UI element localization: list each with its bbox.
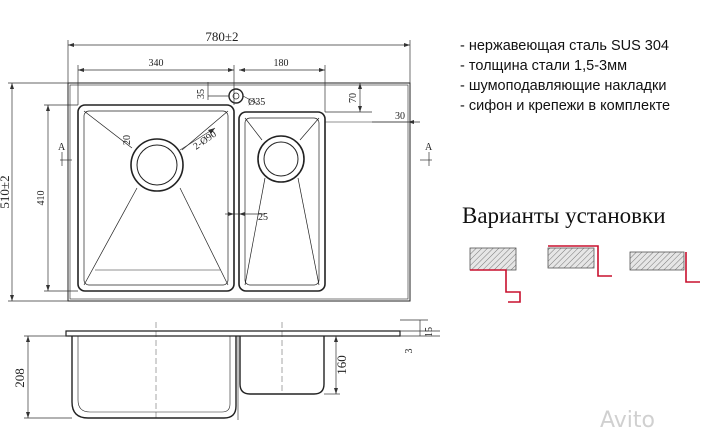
dim-tap-hole-diameter: Ø35 — [248, 97, 265, 108]
dim-depth-small: 160 — [334, 355, 349, 375]
spec-item: - шумоподавляющие накладки — [460, 78, 667, 94]
dim-edge-30: 30 — [395, 111, 405, 122]
dim-radius-20: 20 — [122, 135, 133, 145]
dim-thickness-3: 3 — [404, 349, 415, 354]
install-variants-heading: Варианты установки — [462, 203, 666, 228]
dim-overall-width: 780±2 — [205, 29, 238, 44]
sink-outline-inner — [69, 84, 409, 300]
section-label-left: A — [58, 142, 66, 153]
dim-small-bowl-offset: 70 — [348, 93, 359, 103]
dim-tap-offset: 35 — [196, 89, 207, 99]
side-dimension-lines — [24, 319, 440, 419]
sink-top-view — [67, 82, 411, 302]
install-variant-undermount — [629, 251, 700, 283]
dim-small-bowl-width: 180 — [274, 58, 289, 69]
large-bowl — [77, 104, 235, 292]
small-bowl-drain — [257, 135, 305, 183]
tap-hole — [228, 88, 244, 104]
dimension-arrowheads — [10, 43, 414, 301]
dim-large-bowl-width: 340 — [149, 58, 164, 69]
dim-depth-large: 208 — [12, 368, 27, 388]
sink-side-view — [65, 322, 401, 420]
dim-divider-25: 25 — [258, 212, 268, 223]
dim-bowl-length: 410 — [36, 191, 47, 206]
section-label-right: A — [425, 142, 433, 153]
spec-item: - нержавеющая сталь SUS 304 — [460, 38, 669, 54]
sink-outline — [67, 82, 411, 302]
large-bowl-drain — [130, 138, 184, 192]
dim-thickness-15: 15 — [424, 327, 435, 337]
spec-item: - сифон и крепежи в комплекте — [460, 98, 671, 114]
spec-list: - нержавеющая сталь SUS 304 - толщина ст… — [460, 36, 670, 116]
dim-drain-diameter: 2-Ø90 — [191, 129, 218, 153]
avito-watermark: Avito — [600, 408, 655, 433]
install-variant-overmount — [547, 245, 612, 277]
dimension-lines — [8, 40, 432, 302]
spec-item: - толщина стали 1,5-3мм — [460, 58, 628, 74]
install-variant-flush — [469, 247, 521, 303]
small-bowl — [238, 111, 326, 292]
dim-overall-height: 510±2 — [0, 175, 12, 208]
